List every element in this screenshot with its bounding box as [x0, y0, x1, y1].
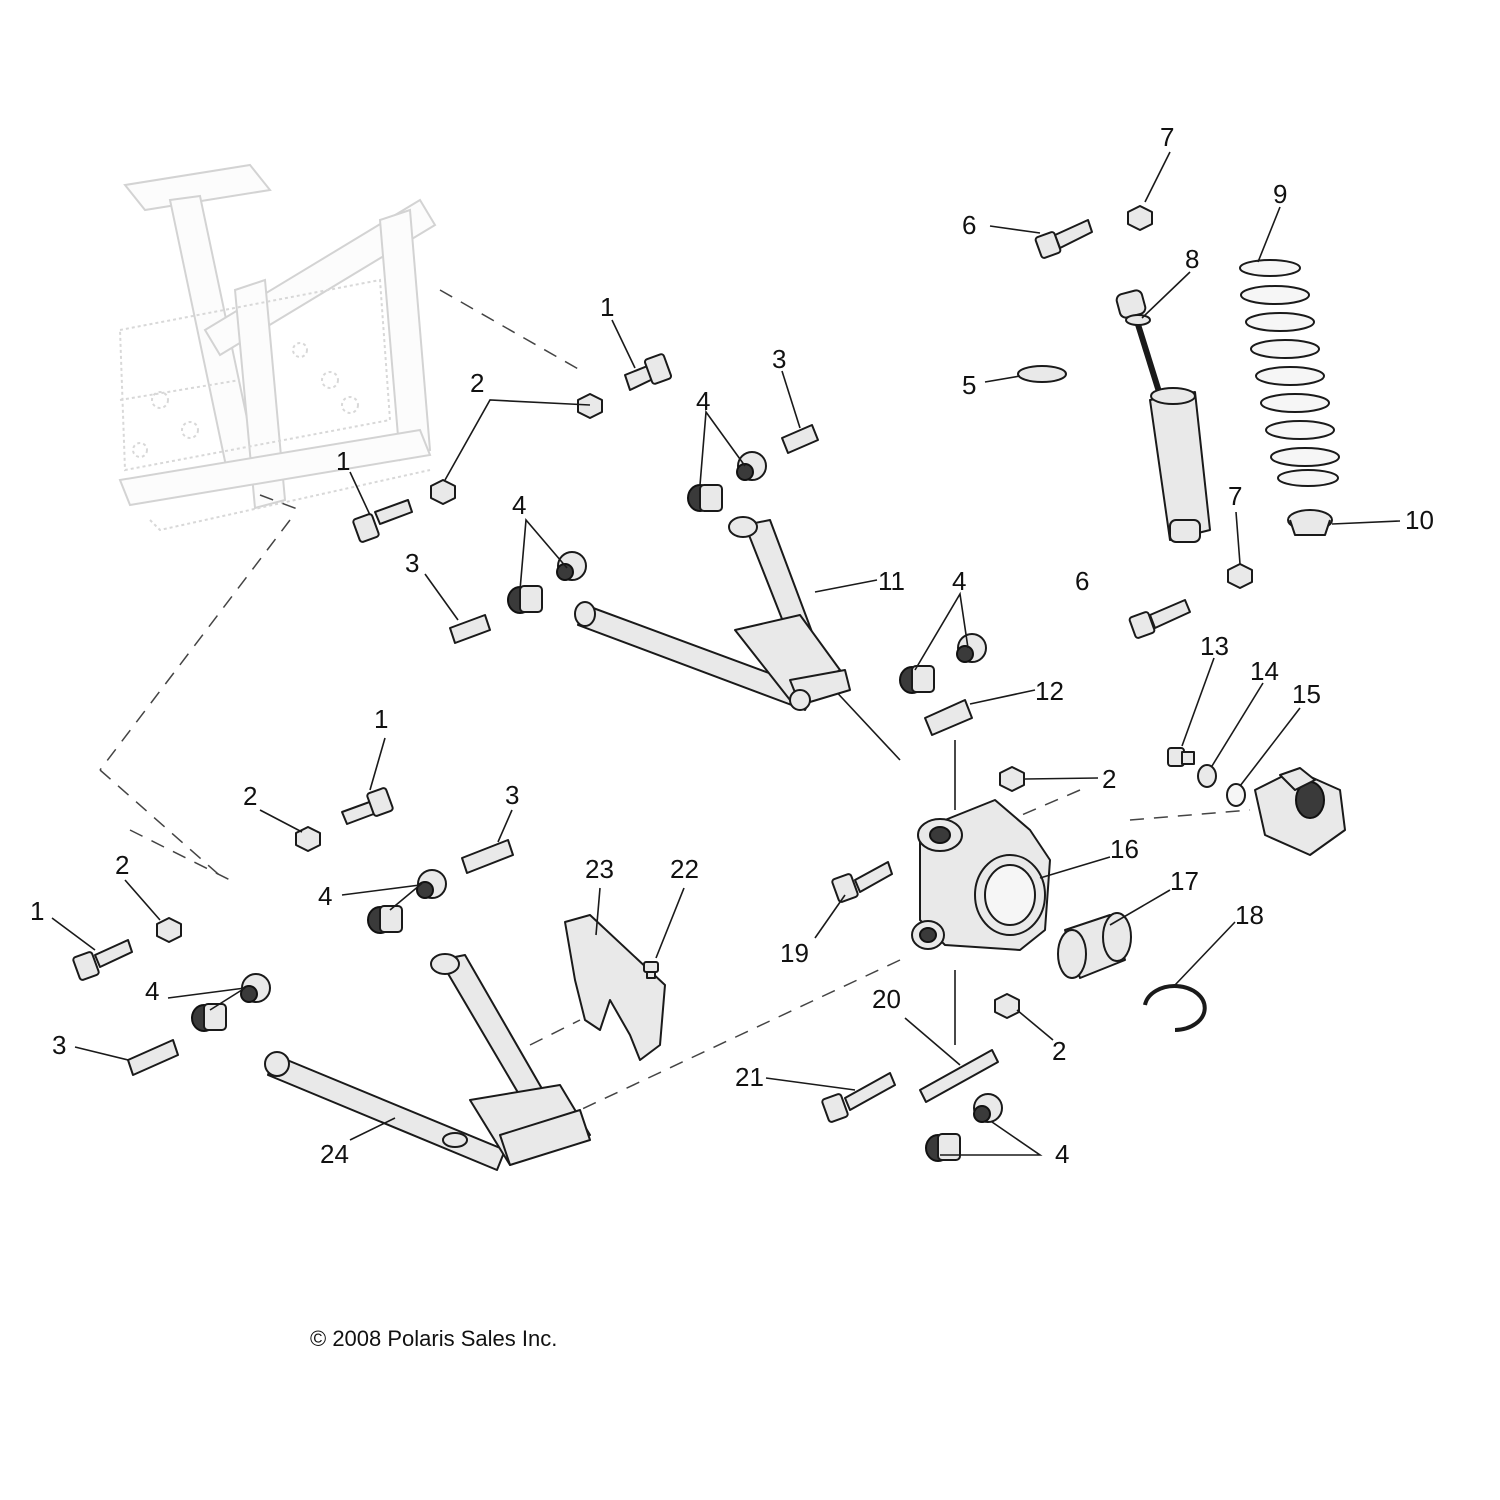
callout-4-f: 4	[1055, 1139, 1069, 1169]
callout-1-b: 1	[336, 446, 350, 476]
callout-17: 17	[1170, 866, 1199, 896]
callout-4-b: 4	[512, 490, 526, 520]
coil-spring	[1239, 259, 1340, 487]
sleeves	[127, 424, 999, 1103]
lower-a-arm	[264, 953, 591, 1171]
callout-1-a: 1	[600, 292, 614, 322]
callout-1-d: 1	[30, 896, 44, 926]
callout-6-mid: 6	[1075, 566, 1089, 596]
callout-7-mid: 7	[1228, 481, 1242, 511]
callout-5: 5	[962, 370, 976, 400]
callout-labels: 7 9 6 8 5 7 10 6 1 3 2 4 1 4 3 11 4 13 1…	[30, 122, 1434, 1169]
callout-13: 13	[1200, 631, 1229, 661]
callout-10: 10	[1405, 505, 1434, 535]
push-rivet	[643, 961, 659, 979]
callout-23: 23	[585, 854, 614, 884]
callout-7-top: 7	[1160, 122, 1174, 152]
leader-lines	[51, 151, 1401, 1156]
callout-1-c: 1	[374, 704, 388, 734]
spring-retainer	[1287, 509, 1333, 536]
wheel-bearing	[1057, 912, 1132, 979]
callout-2-e: 2	[1052, 1036, 1066, 1066]
bearing-carrier	[911, 799, 1051, 951]
callout-3-c: 3	[505, 780, 519, 810]
callout-16: 16	[1110, 834, 1139, 864]
callout-22: 22	[670, 854, 699, 884]
callout-2-b: 2	[243, 781, 257, 811]
callout-2-a: 2	[470, 368, 484, 398]
callout-4-e: 4	[145, 976, 159, 1006]
washers	[1197, 764, 1246, 807]
callout-12: 12	[1035, 676, 1064, 706]
callout-4-a: 4	[696, 386, 710, 416]
shock-absorber	[1115, 289, 1211, 543]
skid-plate	[564, 914, 666, 1061]
callout-2-d: 2	[115, 850, 129, 880]
callout-2-c: 2	[1102, 764, 1116, 794]
callout-18: 18	[1235, 900, 1264, 930]
callout-3-a: 3	[772, 344, 786, 374]
callout-9: 9	[1273, 179, 1287, 209]
washer-5	[1017, 365, 1067, 383]
bushings	[191, 451, 1003, 1162]
bolts	[72, 219, 1195, 1123]
callout-24: 24	[320, 1139, 349, 1169]
assembly-lines	[99, 289, 1251, 1111]
callout-6-top: 6	[962, 210, 976, 240]
callout-3-d: 3	[52, 1030, 66, 1060]
nuts	[156, 205, 1253, 1019]
callout-11: 11	[878, 566, 905, 596]
callout-4-c: 4	[952, 566, 966, 596]
callout-19: 19	[780, 938, 809, 968]
callout-14: 14	[1250, 656, 1279, 686]
snap-ring	[1143, 984, 1207, 1032]
brake-caliper	[1254, 767, 1346, 856]
upper-a-arm	[574, 516, 851, 711]
copyright-notice: © 2008 Polaris Sales Inc.	[310, 1326, 558, 1351]
callout-15: 15	[1292, 679, 1321, 709]
callout-3-b: 3	[405, 548, 419, 578]
callout-20: 20	[872, 984, 901, 1014]
callout-4-d: 4	[318, 881, 332, 911]
callout-21: 21	[735, 1062, 764, 1092]
chassis-frame	[118, 163, 437, 532]
callout-8: 8	[1185, 244, 1199, 274]
